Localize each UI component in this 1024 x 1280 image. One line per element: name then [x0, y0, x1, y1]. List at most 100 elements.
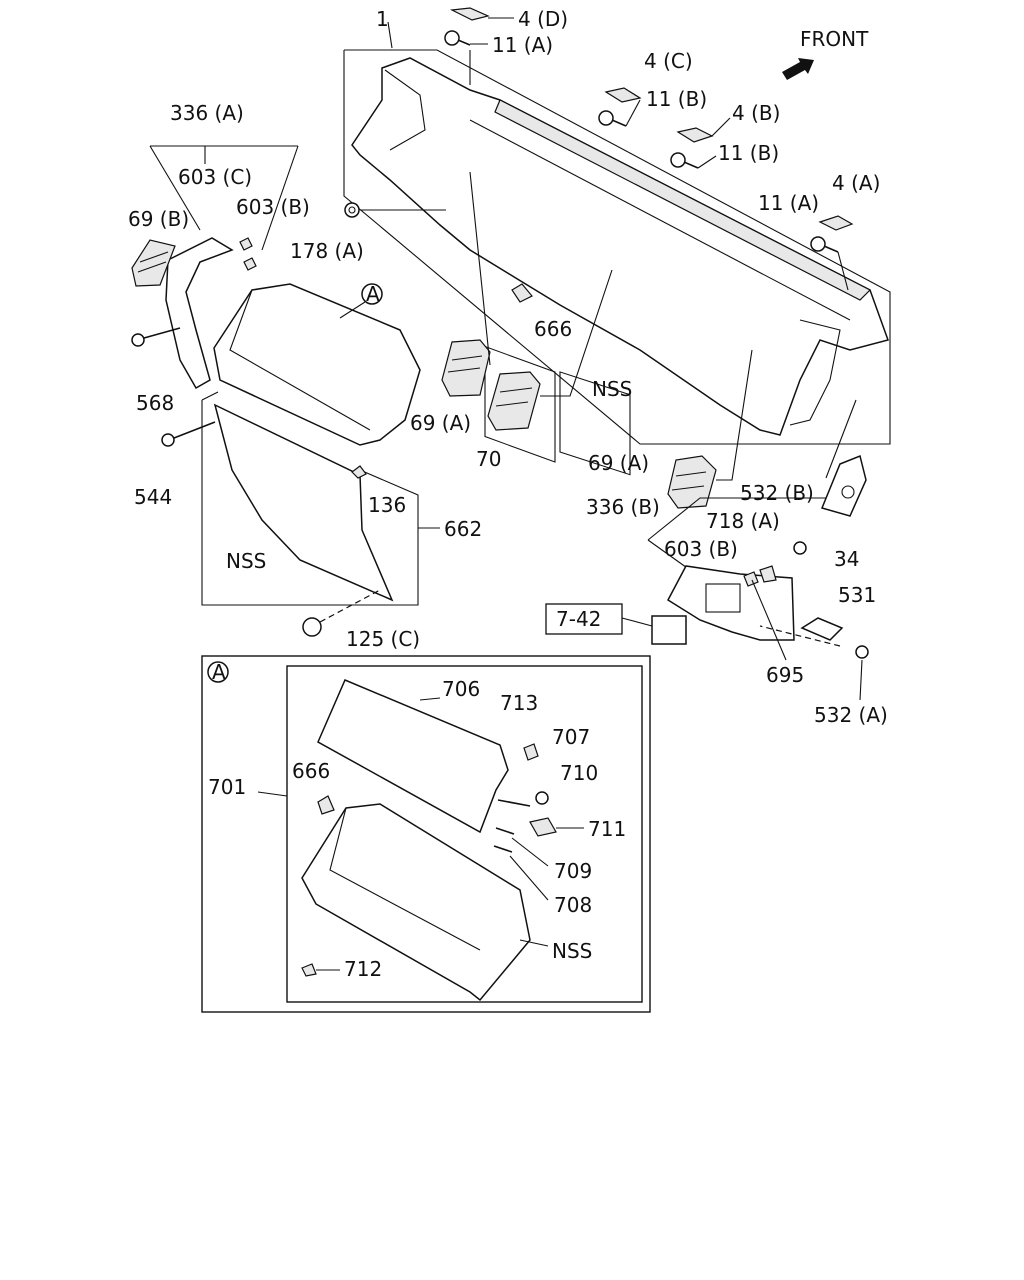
clip-4d-icon [449, 7, 490, 21]
glove-box-lid [213, 283, 421, 446]
vent-69a-center-slat-1 [451, 355, 483, 361]
label-718a: 718 (A) [706, 509, 780, 533]
inset-circle-a-marker [207, 661, 229, 683]
label-11a-right: 11 (A) [758, 191, 819, 215]
screw-11b-2-icon [670, 152, 686, 168]
label-708: 708 [554, 893, 592, 917]
label-178a: 178 (A) [290, 239, 364, 263]
label-695: 695 [766, 663, 804, 687]
leader-1 [387, 21, 393, 49]
panel-662-group [161, 391, 440, 637]
front-label: FRONT [800, 27, 869, 51]
label-69a-right: 69 (A) [588, 451, 649, 475]
label-544: 544 [134, 485, 172, 509]
label-706: 706 [442, 677, 480, 701]
leader-69a-right [716, 349, 753, 481]
left-end-panel [165, 237, 234, 390]
clip-125c-dash [319, 589, 381, 623]
label-666-top: 666 [534, 317, 572, 341]
bushing-710-icon [535, 791, 549, 805]
bracket-336b [647, 497, 828, 541]
screw-11a-right-shaft [823, 245, 839, 253]
label-nss-inset: NSS [552, 939, 592, 963]
label-inset-tag: A [212, 660, 226, 684]
vent-70-slat-2 [495, 401, 529, 407]
label-336b: 336 (B) [586, 495, 660, 519]
inset-lid-706 [317, 679, 509, 834]
leader-7-42 [621, 617, 653, 627]
label-662: 662 [444, 517, 482, 541]
screw-11b-2-shaft [683, 161, 699, 169]
label-568: 568 [136, 391, 174, 415]
label-711: 711 [588, 817, 626, 841]
label-701: 701 [208, 775, 246, 799]
vent-69a-right-slat-2 [671, 485, 705, 491]
label-532b: 532 (B) [740, 481, 814, 505]
dashboard-left-bracket [384, 69, 426, 151]
glove-box-lid-inner-edge [229, 289, 371, 431]
left-end-panel-group [131, 145, 299, 390]
label-nss-dash: NSS [592, 377, 632, 401]
leader-11b-2 [697, 155, 717, 169]
clip-666-inset-icon [317, 795, 335, 815]
screw-532a-icon [855, 645, 869, 659]
leader-695 [751, 579, 787, 661]
leader-706 [419, 697, 441, 701]
screw-11a-top-icon [444, 30, 460, 46]
vent-69b-slat-2 [137, 261, 167, 273]
inset-outer-frame [201, 655, 651, 1013]
panel-662-frame-top [201, 391, 219, 401]
screw-11b-1-shaft [611, 119, 627, 127]
vent-69a-center-icon [441, 339, 491, 397]
label-34: 34 [834, 547, 859, 571]
right-end-panel [667, 565, 795, 641]
clip-603c-icon [239, 237, 253, 251]
clip-125c-icon [302, 617, 322, 637]
label-532a: 532 (A) [814, 703, 888, 727]
label-712: 712 [344, 957, 382, 981]
label-11b-1: 11 (B) [646, 87, 707, 111]
dashboard-right-end [789, 319, 841, 426]
clip-666-top-icon [511, 283, 533, 303]
clip-603b-right-icon [743, 571, 759, 587]
label-nss-left: NSS [226, 549, 266, 573]
screw-544-icon [161, 433, 175, 447]
leader-708 [509, 855, 549, 901]
screw-568-icon [131, 333, 145, 347]
label-4d: 4 (D) [518, 7, 568, 31]
label-11b-2: 11 (B) [718, 141, 779, 165]
screw-568-leader [143, 327, 181, 339]
label-709: 709 [554, 859, 592, 883]
nut-178a-icon [344, 202, 360, 218]
ref-box-7-42 [545, 603, 623, 635]
screw-11a-top-shaft [457, 39, 471, 46]
label-710: 710 [560, 761, 598, 785]
leader-69a-center [469, 171, 491, 366]
label-1: 1 [376, 7, 389, 31]
label-531: 531 [838, 583, 876, 607]
screw-parts [344, 30, 839, 253]
lock-711-icon [529, 817, 557, 837]
rod-707-icon [497, 799, 531, 807]
vent-69a-center-slat-2 [447, 367, 481, 373]
dashboard-opening-left [484, 345, 556, 463]
center-vents-group [441, 171, 613, 431]
screw-532b-icon [793, 541, 807, 555]
label-11a-top: 11 (A) [492, 33, 553, 57]
clip-603b-left-icon [243, 257, 257, 271]
part-labels: 1 4 (D) 11 (A) 4 (C) 11 (B) 4 (B) 11 (B)… [128, 7, 888, 981]
pin-709-icon [495, 827, 515, 835]
right-end-panel-opening [705, 583, 741, 613]
screw-11a-right-icon [810, 236, 826, 252]
leader-11b-1 [625, 99, 641, 127]
circle-a-marker [361, 283, 383, 305]
trim-34-icon [820, 454, 867, 517]
bracket-336a-right [261, 145, 299, 251]
panel-662-cover [213, 403, 394, 602]
clip-4b-icon [676, 127, 714, 143]
glove-box-lid-group [213, 283, 421, 446]
label-4a: 4 (A) [832, 171, 880, 195]
vent-69a-right-slat-1 [675, 471, 707, 477]
inset-glove-box [301, 803, 531, 1002]
dashboard-top-vent-strip [494, 99, 872, 301]
